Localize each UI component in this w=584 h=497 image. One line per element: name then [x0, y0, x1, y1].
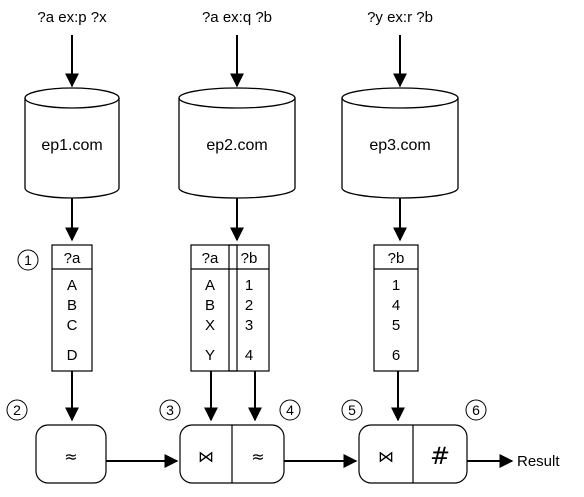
hash-symbol: #	[430, 442, 450, 470]
table1-cell: D	[67, 347, 78, 364]
operator-join-approx: ⋈ ≈	[179, 424, 285, 484]
svg-text:5: 5	[348, 402, 356, 418]
result-table-3: ?b 1 4 5 6	[373, 244, 419, 372]
table2-cell: 4	[245, 347, 253, 364]
table2-cell: 1	[245, 277, 253, 294]
operator-approx-1: ≈	[35, 424, 107, 484]
table2-header-a: ?a	[202, 250, 219, 267]
join-symbol: ⋈	[378, 447, 394, 466]
step-marker-6: 6	[465, 399, 487, 421]
table1-cell: B	[67, 297, 77, 314]
endpoint-label-ep1: ep1.com	[41, 137, 102, 154]
table2-header-b: ?b	[241, 250, 258, 267]
query-pattern-1: ?a ex:p ?x	[37, 9, 107, 26]
svg-text:4: 4	[286, 402, 294, 418]
table2-cell: A	[205, 277, 215, 294]
table1-cell: A	[67, 277, 77, 294]
table2-cell: X	[205, 317, 215, 334]
table2-cell: 2	[245, 297, 253, 314]
result-table-2: ?a ?b A B X Y 1 2 3 4	[190, 244, 270, 372]
table3-cell: 1	[392, 277, 400, 294]
database-ep1: ep1.com	[24, 87, 120, 199]
database-ep3: ep3.com	[341, 87, 459, 199]
database-ep2: ep2.com	[178, 87, 296, 199]
step-marker-2: 2	[6, 399, 28, 421]
svg-text:3: 3	[166, 402, 174, 418]
step-marker-5: 5	[341, 399, 363, 421]
table3-cell: 6	[392, 347, 400, 364]
join-symbol: ⋈	[198, 447, 214, 466]
table2-cell: Y	[205, 347, 215, 364]
svg-text:1: 1	[24, 252, 32, 268]
query-pattern-2: ?a ex:q ?b	[202, 9, 272, 26]
step-marker-3: 3	[159, 399, 181, 421]
table3-header: ?b	[388, 250, 405, 267]
result-label: Result	[517, 453, 560, 470]
table2-cell: 3	[245, 317, 253, 334]
approx-symbol: ≈	[251, 447, 264, 466]
table1-header: ?a	[64, 250, 81, 267]
operator-join-hash: ⋈ #	[358, 424, 468, 484]
query-pattern-3: ?y ex:r ?b	[367, 9, 433, 26]
endpoint-label-ep3: ep3.com	[369, 137, 430, 154]
svg-text:6: 6	[472, 402, 480, 418]
table3-cell: 5	[392, 317, 400, 334]
step-marker-4: 4	[279, 399, 301, 421]
step-marker-1: 1	[17, 249, 39, 271]
table3-cell: 4	[392, 297, 400, 314]
table1-cell: C	[67, 317, 78, 334]
endpoint-label-ep2: ep2.com	[206, 137, 267, 154]
table2-cell: B	[205, 297, 215, 314]
approx-symbol: ≈	[64, 447, 77, 466]
result-table-1: ?a A B C D	[51, 244, 93, 372]
svg-text:2: 2	[13, 402, 21, 418]
